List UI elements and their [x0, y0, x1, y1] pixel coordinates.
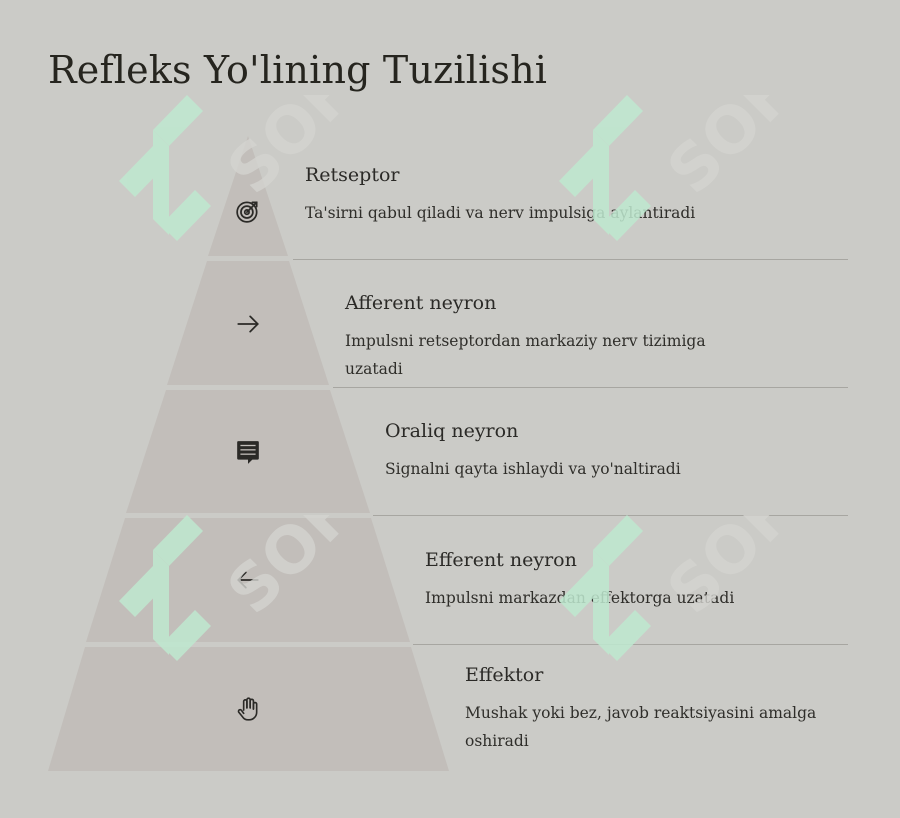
level-afferent-neyron: Afferent neyron Impulsni retseptordan ma…	[345, 292, 745, 383]
level-name: Effektor	[465, 664, 544, 686]
level-name: Retseptor	[305, 164, 400, 186]
arrow-left-icon	[235, 567, 261, 593]
divider	[293, 259, 848, 260]
target-icon	[235, 198, 261, 224]
pyramid-level-5	[48, 647, 449, 771]
divider	[413, 644, 848, 645]
level-effektor: Effektor Mushak yoki bez, javob reaktsiy…	[465, 664, 845, 755]
level-name: Efferent neyron	[425, 549, 577, 571]
level-description: Mushak yoki bez, javob reaktsiyasini ama…	[465, 704, 817, 750]
level-description: Ta'sirni qabul qiladi va nerv impulsiga …	[305, 204, 696, 222]
level-description: Impulsni markazdan effektorga uzatadi	[425, 589, 735, 607]
level-description: Impulsni retseptordan markaziy nerv tizi…	[345, 332, 706, 378]
level-oraliq-neyron: Oraliq neyron Signalni qayta ishlaydi va…	[385, 420, 785, 483]
divider	[373, 515, 848, 516]
arrow-right-icon	[235, 311, 261, 337]
pyramid-level-1	[208, 136, 288, 256]
level-retseptor: Retseptor Ta'sirni qabul qiladi va nerv …	[305, 164, 705, 227]
divider	[333, 387, 848, 388]
level-description: Signalni qayta ishlaydi va yo'naltiradi	[385, 460, 681, 478]
message-lines-icon	[235, 439, 261, 465]
level-name: Afferent neyron	[345, 292, 497, 314]
hand-icon	[235, 696, 261, 722]
page-title: Refleks Yo'lining Tuzilishi	[48, 48, 548, 92]
level-efferent-neyron: Efferent neyron Impulsni markazdan effek…	[425, 549, 825, 612]
pyramid-level-2	[167, 261, 329, 385]
level-name: Oraliq neyron	[385, 420, 519, 442]
